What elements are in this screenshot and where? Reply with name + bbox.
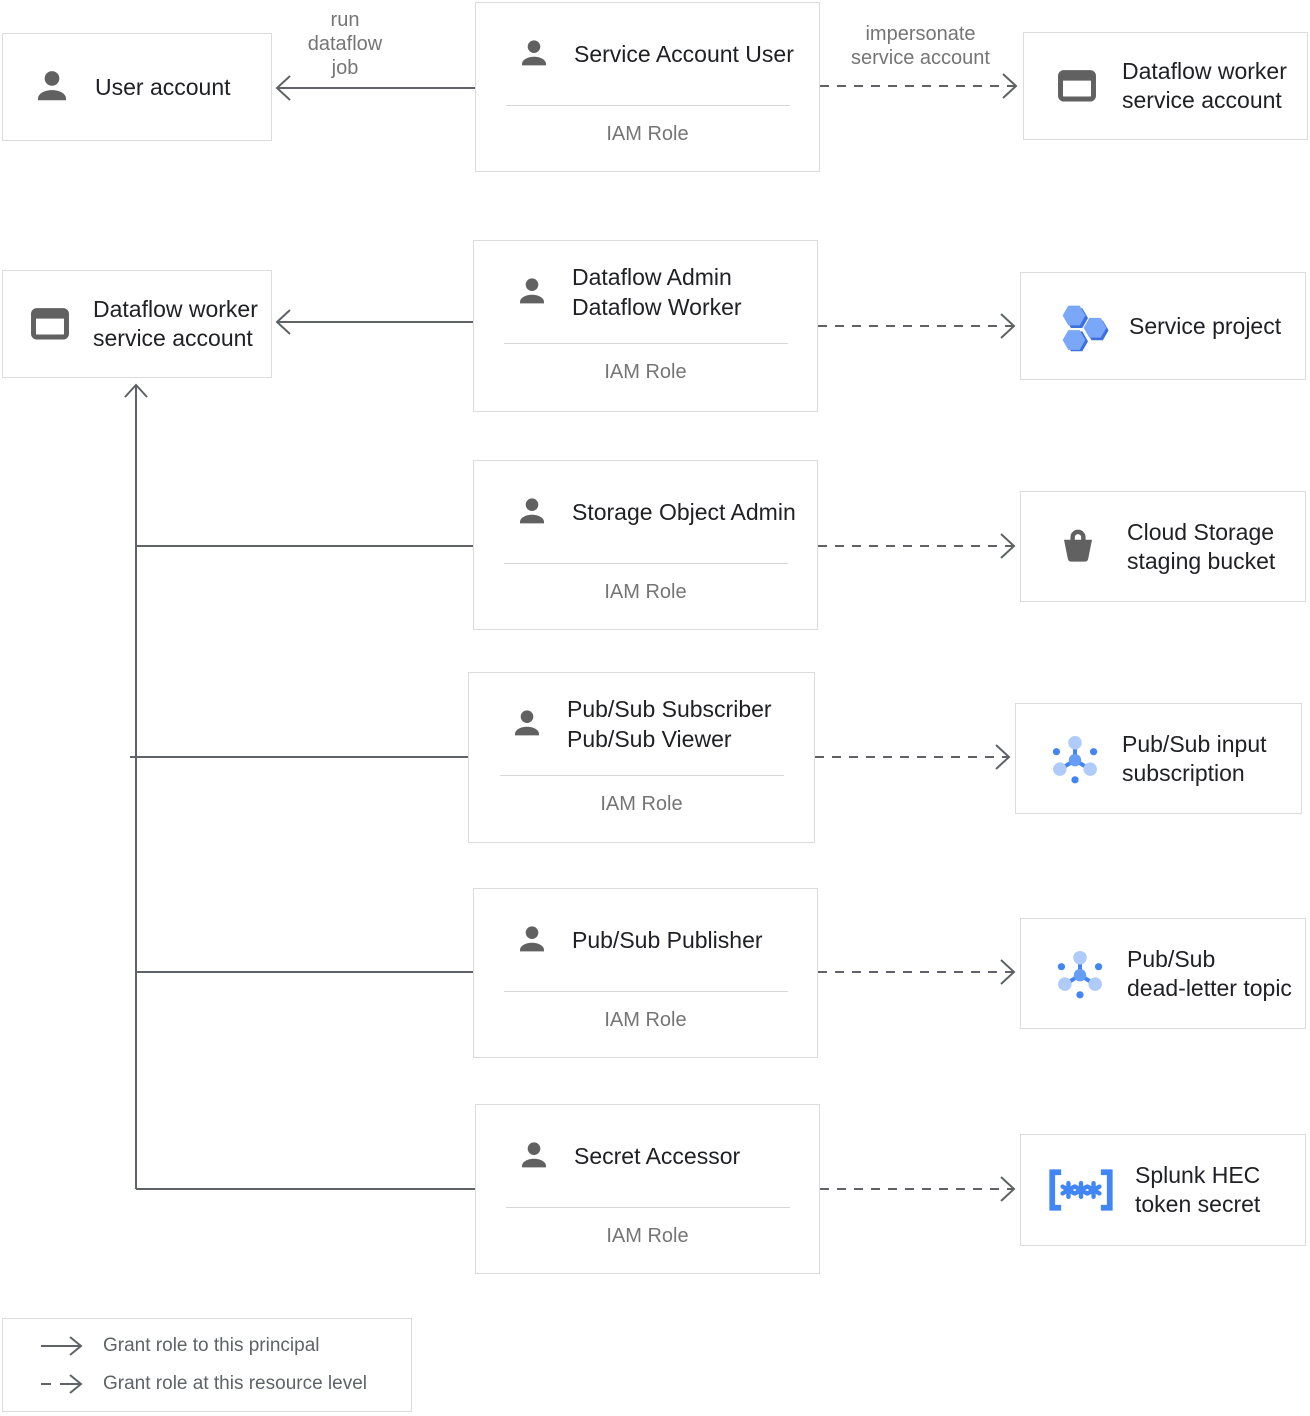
node-service-project: Service project: [1020, 272, 1306, 380]
node-cloud-storage-bucket: Cloud Storage staging bucket: [1020, 491, 1306, 602]
storage-bucket-icon: [1064, 529, 1092, 562]
person-icon: [522, 1142, 546, 1168]
node-iam-pubsub-publisher: Pub/Sub Publisher IAM Role: [473, 888, 818, 1058]
person-icon: [520, 278, 544, 304]
divider: [503, 991, 788, 992]
iam-role-title: Pub/Sub Publisher: [572, 927, 763, 953]
person-icon: [520, 498, 544, 524]
node-label: Dataflow worker service account: [1122, 58, 1287, 113]
node-iam-pubsub-subscriber-viewer: Pub/Sub Subscriber Pub/Sub Viewer IAM Ro…: [468, 672, 815, 843]
secret-icon: [1049, 1169, 1113, 1211]
edge-label-run-dataflow-job: run dataflow job: [307, 9, 383, 79]
service-account-icon: [1058, 70, 1096, 102]
node-iam-service-account-user: Service Account User IAM Role: [475, 2, 820, 172]
node-label: Pub/Sub input subscription: [1122, 730, 1267, 786]
legend-row-dashed: Grant role at this resource level: [41, 1372, 411, 1396]
person-icon: [515, 710, 539, 736]
iam-role-label: IAM Role: [600, 793, 683, 815]
iam-role-title: Pub/Sub Subscriber Pub/Sub Viewer: [567, 696, 772, 752]
node-pubsub-deadletter-topic: Pub/Sub dead-letter topic: [1020, 918, 1306, 1029]
iam-role-title: Storage Object Admin: [572, 499, 796, 525]
node-dataflow-worker-sa-left: Dataflow worker service account: [2, 270, 272, 378]
node-label: Dataflow worker service account: [93, 296, 258, 351]
arrow-pubsub-subscription: [815, 744, 1011, 770]
arrow-run-dataflow-job: [275, 75, 475, 101]
person-icon: [520, 926, 544, 952]
person-icon: [38, 71, 66, 101]
node-iam-storage-object-admin: Storage Object Admin IAM Role: [473, 460, 818, 630]
iam-role-label: IAM Role: [604, 361, 687, 383]
arrow-impersonate-service-account: [820, 73, 1018, 99]
arrow-service-project: [818, 313, 1016, 339]
edge-label-impersonate: impersonate service account: [851, 23, 990, 69]
arrow-splunk-secret: [820, 1176, 1016, 1202]
node-label: User account: [95, 73, 231, 100]
node-label: Service project: [1129, 312, 1282, 339]
pubsub-icon: [1052, 735, 1098, 783]
node-iam-dataflow-admin-worker: Dataflow Admin Dataflow Worker IAM Role: [473, 240, 818, 412]
arrow-trunk-to-worker-sa: [124, 383, 475, 1190]
arrow-storage-bucket: [818, 533, 1016, 559]
node-iam-secret-accessor: Secret Accessor IAM Role: [475, 1104, 820, 1274]
iam-role-title: Secret Accessor: [574, 1143, 741, 1169]
dashed-arrow-icon: [41, 1374, 83, 1394]
divider: [505, 105, 790, 106]
node-label: Cloud Storage staging bucket: [1127, 518, 1276, 574]
service-account-icon: [31, 308, 69, 340]
iam-role-label: IAM Role: [604, 581, 687, 603]
solid-arrow-icon: [41, 1336, 83, 1356]
node-pubsub-input-subscription: Pub/Sub input subscription: [1015, 703, 1302, 814]
iam-role-title: Service Account User: [574, 41, 794, 67]
iam-role-label: IAM Role: [604, 1009, 687, 1031]
iam-role-title: Dataflow Admin Dataflow Worker: [572, 264, 742, 320]
divider: [499, 775, 784, 776]
divider: [503, 563, 788, 564]
node-dataflow-worker-sa-right: Dataflow worker service account: [1023, 32, 1308, 140]
legend-dashed-label: Grant role at this resource level: [103, 1373, 368, 1394]
arrow-grant-dataflow-roles: [275, 309, 473, 335]
node-label: Pub/Sub dead-letter topic: [1127, 945, 1292, 1001]
node-splunk-hec-token-secret: Splunk HEC token secret: [1020, 1134, 1306, 1246]
project-hexagons-icon: [1062, 305, 1109, 352]
pubsub-icon: [1057, 950, 1103, 998]
node-user-account: User account: [2, 33, 272, 141]
legend-row-solid: Grant role to this principal: [41, 1334, 411, 1358]
arrow-pubsub-deadletter: [818, 959, 1016, 985]
divider: [503, 343, 788, 344]
node-label: Splunk HEC token secret: [1135, 1162, 1261, 1217]
person-icon: [522, 40, 546, 66]
iam-role-label: IAM Role: [606, 1225, 689, 1247]
iam-role-label: IAM Role: [606, 123, 689, 145]
legend: Grant role to this principal Grant role …: [2, 1318, 412, 1412]
legend-solid-label: Grant role to this principal: [103, 1335, 320, 1356]
divider: [505, 1207, 790, 1208]
